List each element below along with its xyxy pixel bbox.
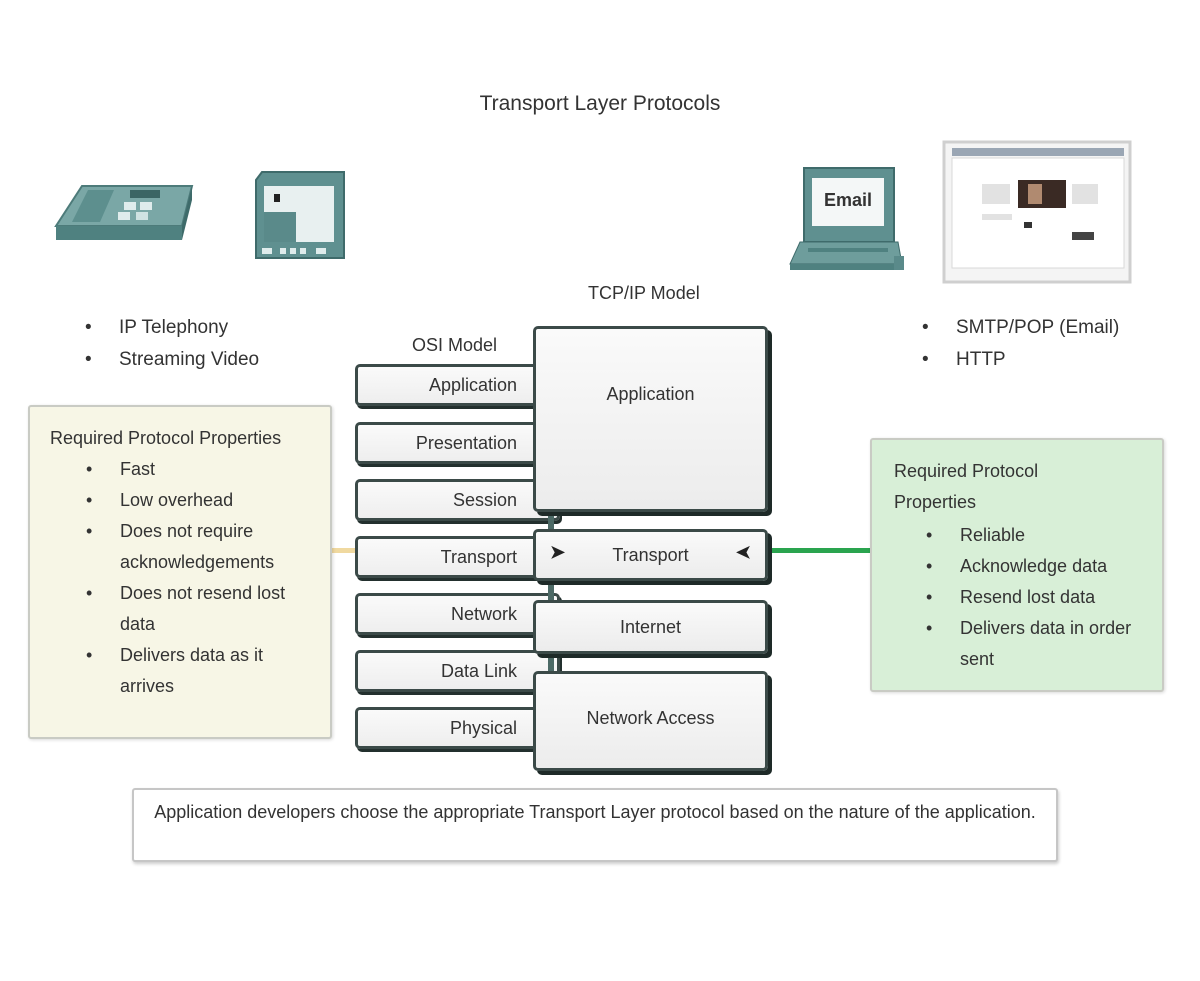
tcpip-layer-transport: ➤ Transport ➤ [533,529,768,581]
list-item: Low overhead [86,485,291,516]
list-item: Fast [86,454,291,485]
ip-phone-icon [52,182,194,246]
osi-layer-physical: Physical [355,707,560,749]
list-item: Acknowledge data [926,551,1158,582]
list-item: Delivers data in order sent [926,613,1158,675]
list-item: SMTP/POP (Email) [922,312,1119,344]
udp-properties-box: Required Protocol Properties Fast Low ov… [28,405,332,739]
list-item: Resend lost data [926,582,1158,613]
list-item: Reliable [926,520,1158,551]
osi-layer-data-link: Data Link [355,650,560,692]
tcp-arrow [750,548,872,553]
email-screen-label: Email [823,190,873,210]
udp-properties-list: Fast Low overhead Does not require ackno… [86,454,291,702]
tcp-properties-list: Reliable Acknowledge data Resend lost da… [926,520,1158,675]
tcpip-layer-network-access: Network Access [533,671,768,771]
list-item: IP Telephony [85,312,259,344]
layer-connector [548,655,554,673]
right-apps-list: SMTP/POP (Email) HTTP [922,312,1119,376]
osi-layer-network: Network [355,593,560,635]
email-computer-icon [786,164,906,274]
udp-properties-heading: Required Protocol Properties [50,428,282,448]
layer-connector [548,514,554,530]
osi-model-label: OSI Model [412,335,498,355]
udp-arrowhead-icon: ➤ [550,542,566,562]
left-apps-list: IP Telephony Streaming Video [85,312,259,376]
video-camera-icon [252,168,346,264]
list-item: Does not require acknowledgements [86,516,291,578]
list-item: Delivers data as it arrives [86,640,291,702]
tcpip-layer-application: Application [533,326,768,512]
tcpip-layer-internet: Internet [533,600,768,654]
tcp-arrowhead-icon: ➤ [735,542,751,562]
tcp-properties-heading: Required Protocol Properties [894,461,1039,512]
layer-connector [548,585,554,601]
list-item: Does not resend lost data [86,578,291,640]
footer-note: Application developers choose the approp… [132,788,1058,862]
tcpip-model-label: TCP/IP Model [588,283,700,303]
tcpip-transport-label: Transport [612,544,689,565]
web-browser-icon [942,140,1134,286]
osi-layer-application: Application [355,364,560,406]
osi-layer-presentation: Presentation [355,422,560,464]
osi-layer-transport: Transport [355,536,560,578]
osi-layer-session: Session [355,479,560,521]
tcp-properties-box: Required Protocol Properties Reliable Ac… [870,438,1164,692]
list-item: HTTP [922,344,1119,376]
diagram-title: Transport Layer Protocols [479,92,721,115]
list-item: Streaming Video [85,344,259,376]
